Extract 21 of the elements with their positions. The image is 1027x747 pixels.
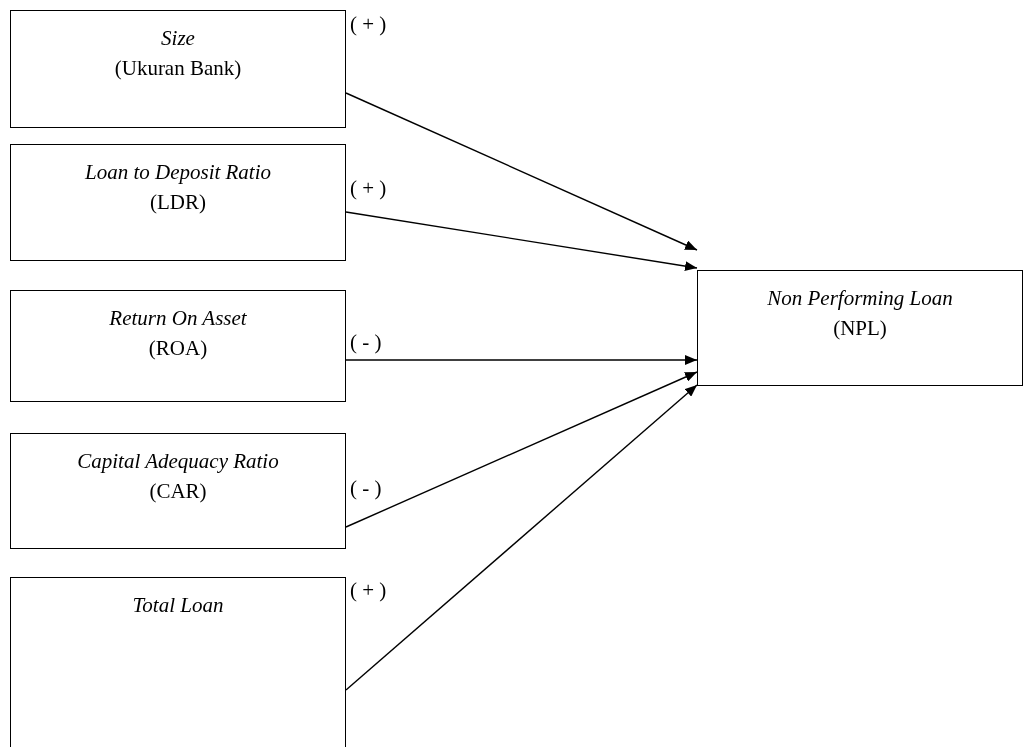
variable-box <box>10 433 346 549</box>
variable-label: Total Loan <box>132 592 224 619</box>
arrow <box>345 211 698 272</box>
variable-label: Loan to Deposit Ratio <box>84 159 272 186</box>
variable-label: Capital Adequacy Ratio (CAR) <box>76 448 280 505</box>
variable-label: Non Performing Loan <box>767 285 953 312</box>
arrow <box>345 355 698 365</box>
variable-box <box>697 270 1023 386</box>
variable-label: (ROA) <box>148 335 208 362</box>
arrow <box>345 371 698 528</box>
arrow <box>345 92 698 251</box>
variable-label: (Ukuran Bank) <box>114 55 242 82</box>
variable-box <box>10 577 346 747</box>
arrow <box>345 384 698 691</box>
variable-label: Return On Asset <box>109 305 247 332</box>
variable-box <box>10 10 346 128</box>
variable-label: (LDR) <box>150 189 206 216</box>
variable-box <box>10 290 346 402</box>
variable-box <box>10 144 346 261</box>
variable-label: Size <box>161 25 195 52</box>
variable-label: (NPL) <box>833 315 887 342</box>
